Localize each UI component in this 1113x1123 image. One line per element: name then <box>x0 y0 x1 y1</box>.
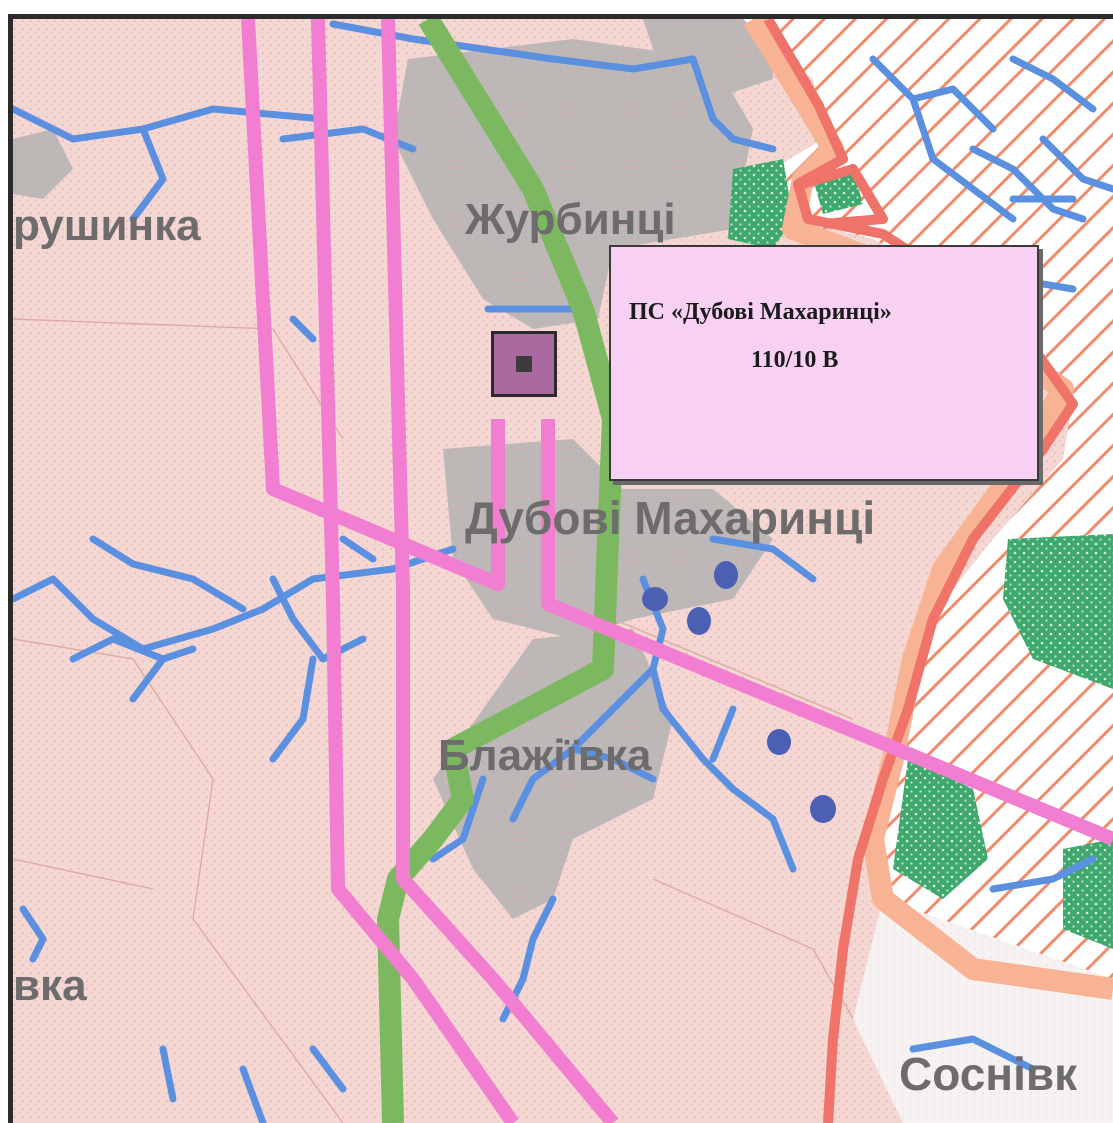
map-canvas <box>13 19 1113 1123</box>
settlement-west <box>13 129 73 199</box>
callout-voltage: 110/10 В <box>751 347 839 373</box>
place-label-vka: вка <box>13 961 87 1010</box>
settlement-blazhiivka <box>433 629 673 919</box>
settlement-small <box>643 19 773 99</box>
place-label-hrushynka: рушинка <box>13 201 201 250</box>
place-label-sosnivka: Соснівк <box>899 1048 1078 1100</box>
map-frame: рушинка Журбинці Дубові Махаринці Блажії… <box>8 14 1113 1123</box>
power-line-a <box>241 19 505 591</box>
power-lines <box>241 19 1113 1123</box>
point-features <box>642 561 836 823</box>
place-label-dubovi-makharyntsi: Дубові Махаринці <box>465 492 876 544</box>
substation-marker[interactable] <box>491 331 557 397</box>
callout-title: ПС «Дубові Махаринці» <box>629 299 892 325</box>
substation-core-icon <box>516 356 532 372</box>
boundary-red <box>763 19 1078 1123</box>
substation-callout: ПС «Дубові Махаринці» 110/10 В <box>609 245 1039 481</box>
settlement-areas <box>13 19 773 919</box>
road-line <box>377 19 624 1123</box>
power-line-b <box>311 19 519 1123</box>
light-zone <box>853 899 1113 1123</box>
place-label-blazhiivka: Блажіївка <box>438 731 652 780</box>
place-label-zhurbyntsi: Журбинці <box>465 195 676 244</box>
power-line-c <box>381 19 619 1123</box>
power-line-d <box>541 419 1113 846</box>
